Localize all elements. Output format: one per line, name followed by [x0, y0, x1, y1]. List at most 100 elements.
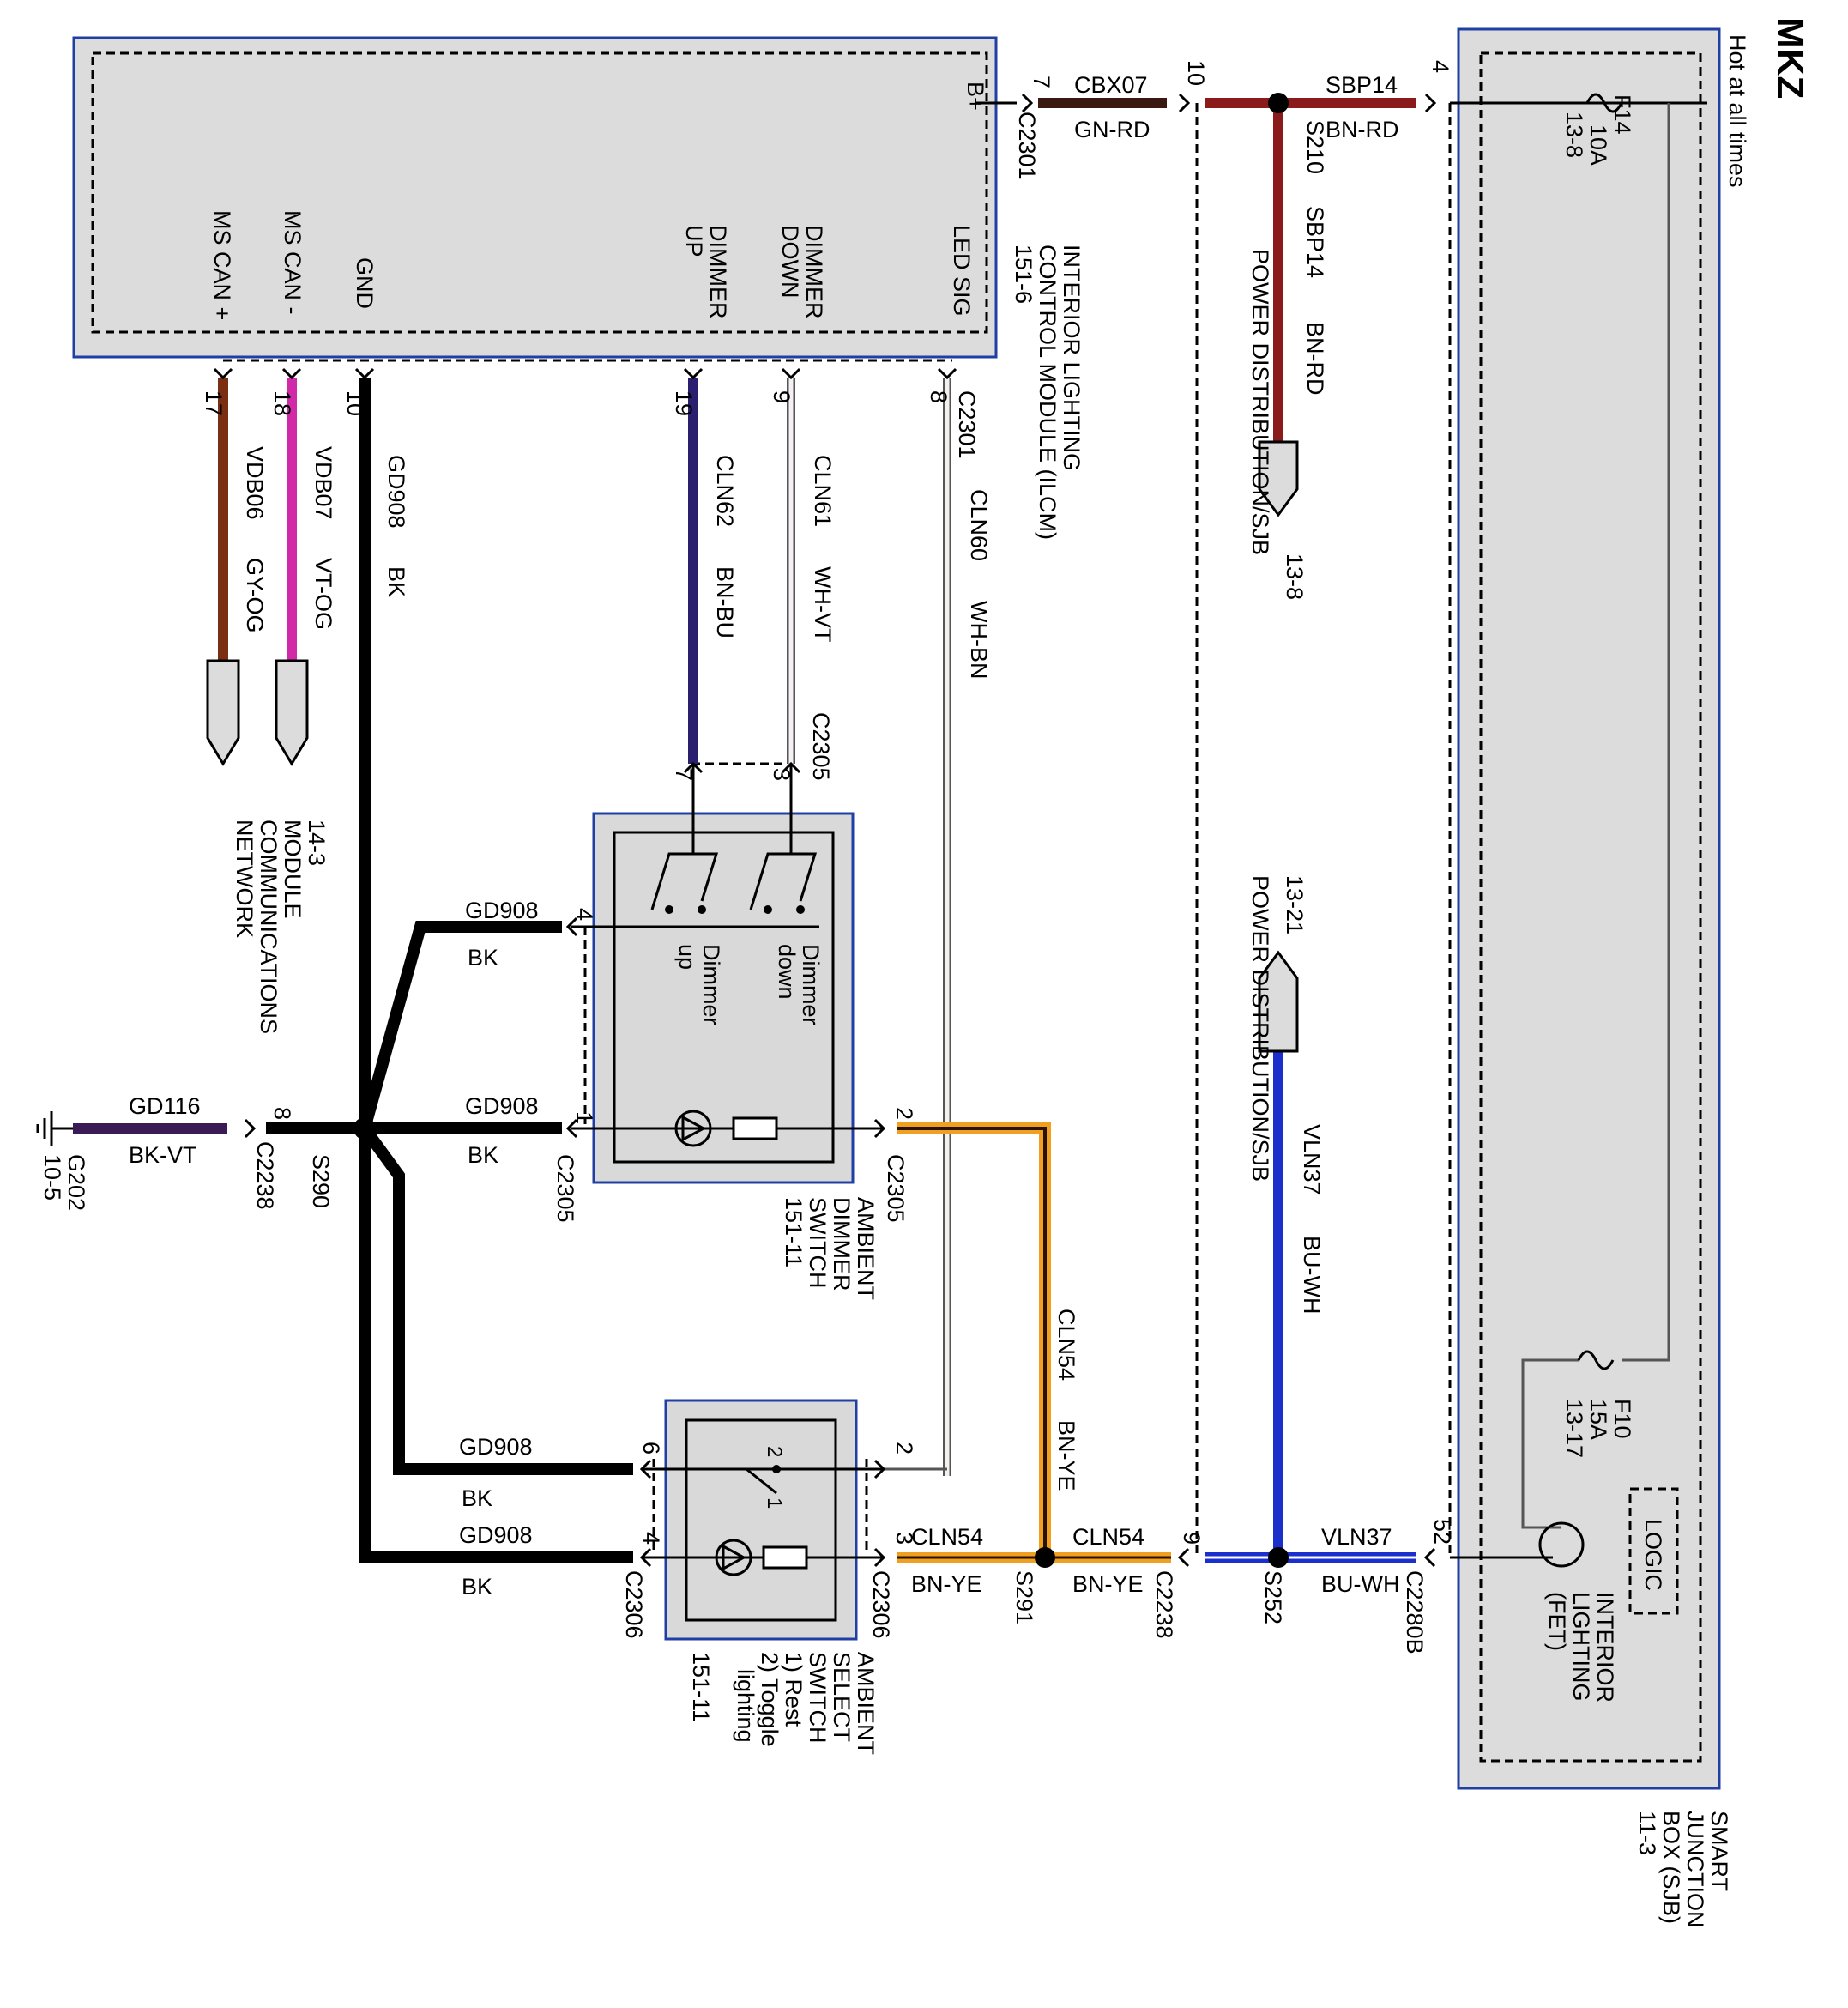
fuse-f10-icon	[1577, 1350, 1615, 1370]
dimmer-switch-page: 151-11	[781, 1197, 806, 1267]
chevron-left-icon	[1177, 1547, 1190, 1568]
circuit-vln37: VLN37	[1321, 1524, 1392, 1550]
fet-icon	[1538, 1521, 1585, 1568]
circuit-gd908-vert: GD908	[383, 455, 409, 529]
contact-dot	[665, 905, 673, 914]
chevron-down-icon	[781, 367, 801, 380]
splice-s210-label: S210	[1302, 120, 1328, 174]
page-title: MKZ	[1769, 17, 1811, 99]
circuit-vln37-color: BU-WH	[1321, 1571, 1399, 1597]
wire-gd908-to-select-6	[359, 1124, 633, 1475]
sjb-internal-f14	[1622, 103, 1670, 1362]
ref-power-mid: POWER DISTRIBUTION/SJB	[1247, 875, 1273, 1182]
select-switch-box	[664, 1399, 858, 1641]
chevron-up-icon	[683, 761, 704, 774]
hot-at-all-times-label: Hot at all times	[1724, 34, 1750, 188]
splice-s252	[1268, 1547, 1289, 1568]
ref-pointer-power-top	[1258, 440, 1299, 517]
pin-2-c2306: 2	[891, 1442, 917, 1455]
sjb-name-1: SMART	[1706, 1811, 1732, 1891]
wire-cln54-up	[897, 1122, 1051, 1557]
fuse-f14-rating: 10A	[1585, 124, 1611, 166]
pin-10-gnd: 10	[342, 390, 368, 416]
circuit-cln54-a: CLN54	[911, 1524, 983, 1550]
ilcm-inner-outline	[91, 51, 988, 334]
dimmer-switch-name-3: SWITCH	[805, 1197, 830, 1288]
dimmer-up-contact	[650, 852, 719, 910]
circuit-cbx07-color: GN-RD	[1074, 117, 1150, 142]
pin-dimmer-up-2: UP	[681, 225, 707, 257]
splice-s210	[1268, 93, 1289, 113]
pin-2-c2305: 2	[891, 1107, 917, 1120]
chevron-down-icon	[937, 367, 957, 380]
pin-b-plus: B+	[963, 82, 988, 111]
dimmer-switch-name-1: AMBIENT	[853, 1197, 879, 1300]
ref-pointer-power-mid	[1258, 950, 1299, 1053]
pin-10: 10	[1183, 60, 1209, 86]
ref-power-top-page: 13-8	[1282, 553, 1307, 600]
ref-power-top: POWER DISTRIBUTION/SJB	[1247, 249, 1273, 555]
pin-52: 52	[1429, 1519, 1455, 1545]
pin-4: 4	[1428, 60, 1453, 73]
fuse-f10-name: F10	[1609, 1399, 1635, 1439]
ref-pointer-vdb07	[275, 659, 309, 766]
contact-dot	[772, 1465, 781, 1473]
circuit-vln37-vert-color: BU-WH	[1299, 1236, 1325, 1314]
select-switch-rest: 1) Rest	[781, 1652, 806, 1727]
sjb-internal-f10	[1521, 1358, 1579, 1529]
circuit-gd908-vert-color: BK	[383, 566, 409, 597]
sjb-inner-outline	[1479, 51, 1702, 1763]
chevron-left-icon	[1423, 1547, 1436, 1568]
sjb-module-box	[1457, 27, 1721, 1790]
connector-c2306-b: C2306	[868, 1570, 894, 1639]
chevron-left-icon	[639, 1547, 652, 1568]
pin-7-c2305: 7	[671, 768, 697, 781]
circuit-cbx07: CBX07	[1074, 72, 1148, 98]
circuit-vln37-vert: VLN37	[1299, 1124, 1325, 1195]
dimmer-switch-name-2: DIMMER	[829, 1197, 855, 1291]
select-led-diode	[722, 1544, 747, 1571]
fuse-f14-page: 13-8	[1561, 112, 1587, 158]
pin-19: 19	[671, 390, 697, 416]
dimmer-resistor-icon	[732, 1116, 778, 1140]
circuit-sbp14-vert: SBP14	[1302, 206, 1328, 278]
dimmer-up-label-2: up	[674, 944, 700, 970]
connector-c2301-b: C2301	[1014, 112, 1040, 180]
contact-dot	[764, 905, 772, 914]
connector-c2238-b: C2238	[1151, 1570, 1177, 1639]
pin-17: 17	[201, 390, 226, 416]
pin-4-c2306: 4	[638, 1532, 664, 1545]
fuse-f10-rating: 15A	[1585, 1399, 1611, 1440]
circuit-cln61: CLN61	[810, 455, 836, 527]
ilcm-name-2: CONTROL MODULE (ILCM)	[1035, 245, 1060, 540]
pin-18: 18	[269, 390, 295, 416]
circuit-sbp14: SBP14	[1326, 72, 1398, 98]
ilcm-page: 151-6	[1011, 245, 1036, 304]
connector-c2301-a: C2301	[954, 390, 980, 459]
circuit-cln62-color: BN-BU	[712, 566, 738, 638]
select-switch-page: 151-11	[688, 1652, 714, 1722]
pin-ms-can-plus: MS CAN +	[209, 210, 235, 320]
chevron-left-icon	[639, 1459, 652, 1479]
ilcm-module-box	[72, 36, 998, 359]
circuit-vdb07-color: VT-OG	[311, 558, 336, 630]
chevron-down-icon	[213, 367, 233, 380]
select-toggle-contact	[746, 1467, 777, 1495]
pin-7: 7	[1029, 76, 1054, 88]
logic-box	[1628, 1487, 1679, 1615]
select-switch-name-2: SELECT	[829, 1652, 855, 1742]
select-led-icon	[715, 1539, 752, 1576]
chevron-right-icon	[873, 1547, 886, 1568]
sjb-page: 11-3	[1634, 1811, 1660, 1855]
dimmer-led-icon	[674, 1110, 712, 1147]
chevron-left-icon	[1021, 93, 1034, 113]
dimmer-led-diode	[681, 1115, 707, 1142]
pin-9-c2238: 9	[1179, 1532, 1205, 1545]
select-switch-toggle: 2) Toggle	[757, 1652, 782, 1747]
pin-dimmer-down-2: DOWN	[777, 225, 803, 298]
chevron-right-icon	[873, 1459, 886, 1479]
select-pos-1: 1	[763, 1497, 786, 1509]
ref-network-page: 14-3	[304, 820, 329, 866]
circuit-cln54-a-color: BN-YE	[911, 1571, 982, 1597]
circuit-gd908-c-color: BK	[462, 1485, 492, 1511]
